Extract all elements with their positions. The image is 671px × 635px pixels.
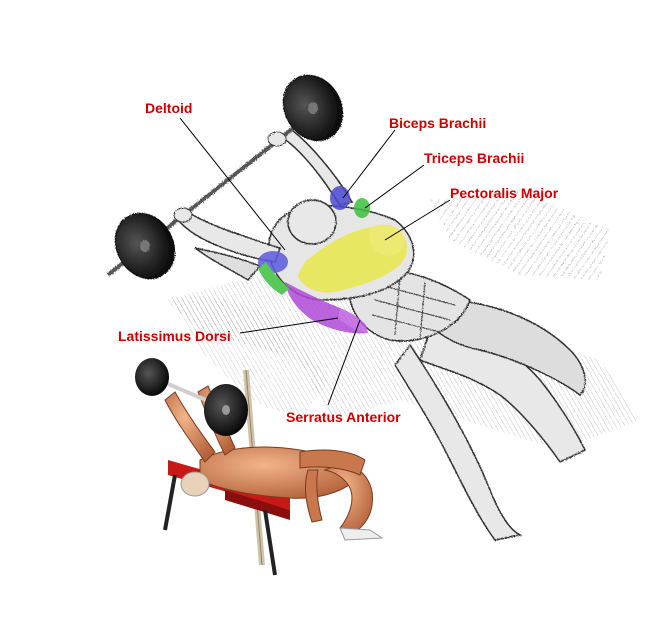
latissimus-dorsi-label: Latissimus Dorsi bbox=[118, 328, 231, 344]
deltoid-leader bbox=[179, 117, 286, 251]
left-forearm bbox=[194, 247, 262, 281]
right-leg bbox=[394, 343, 523, 541]
small-thigh-left bbox=[299, 449, 366, 476]
biceps-brachii-label: Biceps Brachii bbox=[389, 115, 487, 131]
thigh bbox=[429, 299, 586, 396]
small-lower-leg-left bbox=[304, 469, 323, 523]
pectoralis-upper-highlight bbox=[369, 224, 405, 256]
bench-pad-end bbox=[225, 490, 290, 520]
small-figure bbox=[135, 358, 384, 576]
serratus-anterior-label: Serratus Anterior bbox=[286, 409, 401, 425]
triceps-leader bbox=[364, 164, 425, 209]
right-hand bbox=[267, 131, 287, 147]
triceps-brachii-highlight bbox=[354, 198, 370, 218]
leader-lines bbox=[179, 117, 451, 406]
bench-hatching bbox=[430, 190, 610, 280]
pectoralis-leader bbox=[384, 199, 451, 241]
triceps-brachii-label: Triceps Brachii bbox=[424, 150, 525, 166]
muscle-highlights bbox=[258, 186, 407, 334]
small-foot bbox=[339, 527, 384, 541]
bench-leg bbox=[163, 474, 177, 531]
left-hand bbox=[173, 207, 193, 223]
serratus-leader bbox=[327, 319, 361, 406]
pectoralis-major-label: Pectoralis Major bbox=[450, 185, 559, 201]
small-arm-left bbox=[164, 391, 216, 463]
floor-hatching bbox=[170, 296, 330, 420]
head bbox=[287, 199, 337, 245]
small-head bbox=[180, 471, 210, 497]
triceps-left-highlight bbox=[258, 262, 290, 295]
biceps-brachii-highlight bbox=[330, 186, 350, 210]
biceps-leader bbox=[342, 129, 396, 199]
latissimus-leader bbox=[239, 317, 339, 334]
serratus-anterior-highlight bbox=[338, 308, 368, 333]
small-plate-left bbox=[135, 358, 169, 396]
deltoid-label: Deltoid bbox=[145, 100, 193, 116]
